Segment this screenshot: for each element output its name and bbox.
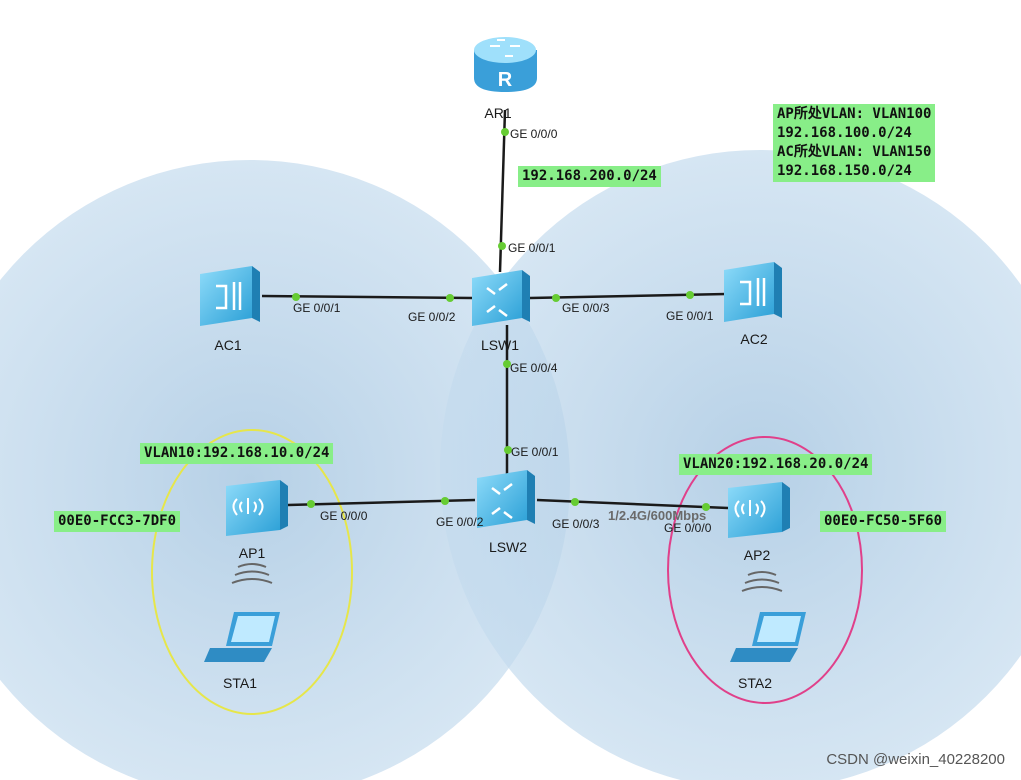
device-label-ar1: AR1 — [484, 105, 511, 121]
device-label-sta1: STA1 — [223, 675, 257, 691]
link-lsw2-ap2[interactable] — [536, 498, 729, 510]
device-label-ac1: AC1 — [214, 337, 241, 353]
device-label-ap1: AP1 — [239, 545, 266, 561]
laptop-icon — [730, 612, 806, 662]
ap2-ring — [667, 436, 863, 704]
port-label-lsw1-ge002: GE 0/0/2 — [408, 310, 456, 324]
wireless-signal-icon — [741, 571, 783, 592]
station-sta2[interactable]: STA2 — [730, 612, 806, 691]
watermark: CSDN @weixin_40228200 — [826, 751, 1005, 768]
port-label-lsw1-ge001: GE 0/0/1 — [508, 241, 556, 255]
switch-lsw2[interactable]: LSW2 — [477, 470, 535, 555]
vlan10-tag: VLAN10:192.168.10.0/24 — [140, 443, 334, 464]
svg-text:R: R — [498, 69, 513, 91]
controller-ac2[interactable]: AC2 — [724, 262, 782, 347]
controller-ac1[interactable]: AC1 — [200, 266, 260, 353]
access-point-icon — [728, 482, 790, 538]
access-point-ap1[interactable]: AP1 — [226, 480, 288, 584]
port-label-lsw1-ge004: GE 0/0/4 — [510, 361, 558, 375]
port-dots — [292, 128, 710, 511]
switch-icon — [477, 470, 535, 528]
ap2-mac-tag: 00E0-FC50-5F60 — [820, 511, 947, 532]
access-controller-icon — [200, 266, 260, 326]
port-label-ac1-ge001: GE 0/0/1 — [293, 301, 341, 315]
device-label-lsw2: LSW2 — [489, 539, 527, 555]
laptop-icon — [204, 612, 280, 662]
port-label-ap2-ge000: GE 0/0/0 — [664, 521, 712, 535]
access-point-icon — [226, 480, 288, 536]
device-label-ac2: AC2 — [740, 331, 767, 347]
switch-lsw1[interactable]: LSW1 — [472, 270, 530, 353]
device-label-ap2: AP2 — [744, 547, 771, 563]
port-label-lsw1-ge003: GE 0/0/3 — [562, 301, 610, 315]
vlan-info-tag: AP所处VLAN: VLAN100 192.168.100.0/24 AC所处V… — [773, 104, 936, 182]
port-label-ap1-ge000: GE 0/0/0 — [320, 509, 368, 523]
ap1-ring — [151, 429, 353, 715]
wireless-link-label: 1/2.4G/600Mbps — [608, 508, 706, 523]
port-label-ar1-ge000: GE 0/0/0 — [510, 127, 558, 141]
ap1-mac-tag: 00E0-FCC3-7DF0 — [54, 511, 181, 532]
device-label-sta2: STA2 — [738, 675, 772, 691]
vlan20-tag: VLAN20:192.168.20.0/24 — [679, 454, 873, 475]
port-label-lsw2-ge003: GE 0/0/3 — [552, 517, 600, 531]
port-label-lsw2-ge002: GE 0/0/2 — [436, 515, 484, 529]
access-point-ap2[interactable]: AP2 — [728, 482, 790, 592]
port-label-ac2-ge001: GE 0/0/1 — [666, 309, 714, 323]
router-network-tag: 192.168.200.0/24 — [518, 166, 661, 187]
router-icon: R — [474, 37, 537, 92]
ap1-coverage-area — [0, 160, 570, 780]
station-sta1[interactable]: STA1 — [204, 612, 280, 691]
port-label-lsw2-ge001: GE 0/0/1 — [511, 445, 559, 459]
device-label-lsw1: LSW1 — [481, 337, 519, 353]
access-controller-icon — [724, 262, 782, 322]
router-ar1[interactable]: R AR1 — [474, 37, 537, 121]
switch-icon — [472, 270, 530, 326]
wireless-signal-icon — [231, 563, 273, 584]
